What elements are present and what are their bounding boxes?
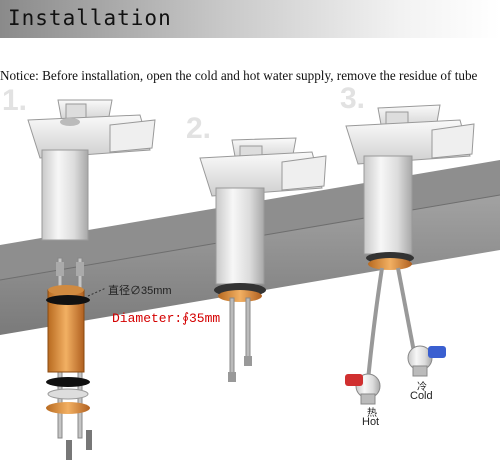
hot-label: Hot bbox=[362, 416, 380, 428]
page-title: Installation bbox=[8, 6, 172, 30]
diameter-label: Diameter:∮35mm bbox=[112, 311, 221, 326]
notice-text: Notice: Before installation, open the co… bbox=[0, 68, 478, 83]
step-2-number: 2. bbox=[186, 112, 211, 145]
mounting-kit bbox=[46, 257, 92, 460]
diameter-leader bbox=[87, 287, 107, 297]
step-1-number: 1. bbox=[2, 84, 27, 117]
faucet-step-2 bbox=[199, 137, 327, 382]
faucet-step-1 bbox=[27, 99, 156, 241]
hot-valve bbox=[345, 373, 381, 405]
hot-label-cn: 热 bbox=[367, 408, 377, 419]
faucet-step-3 bbox=[345, 104, 475, 381]
diameter-label-cn: 直径∅35mm bbox=[108, 285, 172, 297]
title-bar: Installation bbox=[0, 0, 500, 38]
cold-label-cn: 冷 bbox=[417, 382, 427, 393]
cold-valve bbox=[407, 345, 446, 377]
step-3-number: 3. bbox=[340, 82, 365, 115]
cold-label: Cold bbox=[410, 390, 433, 402]
